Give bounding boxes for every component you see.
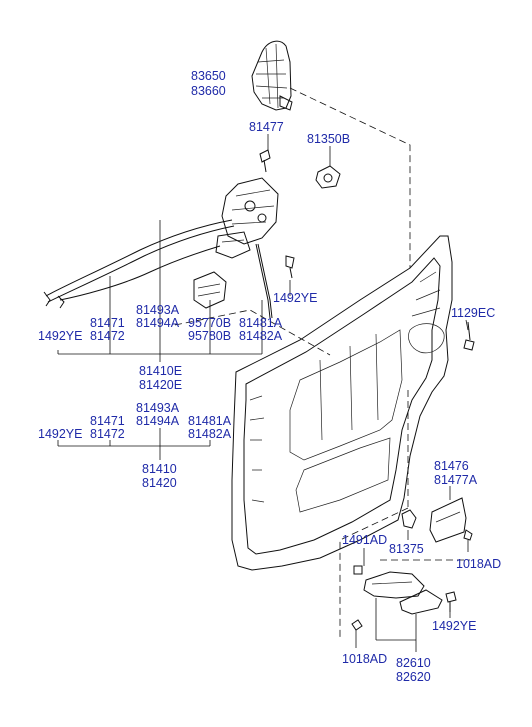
actuator-95770B — [193, 271, 227, 309]
label-81482A-upper: 81482A — [239, 329, 283, 343]
label-81494A-upper: 81494A — [136, 316, 180, 330]
bolt-1129EC — [463, 321, 475, 351]
label-1492YE-lower: 1492YE — [432, 619, 476, 633]
screw-81477 — [259, 149, 271, 173]
label-81481A-lower: 81481A — [188, 414, 232, 428]
label-81471-lower: 81471 — [90, 414, 125, 428]
label-82610: 82610 — [396, 656, 431, 670]
release-cables — [43, 219, 235, 309]
label-1492YE-left-upper: 1492YE — [38, 329, 82, 343]
inside-handle-82610 — [363, 571, 443, 615]
label-81472-lower: 81472 — [90, 427, 125, 441]
label-81482A-lower: 81482A — [188, 427, 232, 441]
label-82620: 82620 — [396, 670, 431, 684]
latch-assembly-part — [215, 177, 279, 259]
label-81477: 81477 — [249, 120, 284, 134]
label-81476: 81476 — [434, 459, 469, 473]
clip-1491AD — [353, 565, 363, 575]
label-81471-upper: 81471 — [90, 316, 125, 330]
label-81472-upper: 81472 — [90, 329, 125, 343]
label-1018AD-bottom: 1018AD — [342, 652, 387, 666]
label-95780B: 95780B — [188, 329, 231, 343]
label-81481A-upper: 81481A — [239, 316, 283, 330]
label-95770B: 95770B — [188, 316, 231, 330]
label-81493A-upper: 81493A — [136, 303, 180, 317]
label-1492YE-left-lower: 1492YE — [38, 427, 82, 441]
rod-81481A — [255, 243, 273, 319]
label-81410: 81410 — [142, 462, 177, 476]
label-83660: 83660 — [191, 84, 226, 98]
label-1129EC: 1129EC — [451, 306, 495, 320]
part-labels: 83650 83660 81477 81350B 1492YE 1129EC 8… — [38, 69, 501, 684]
screw-1018AD-bottom — [351, 619, 363, 631]
bracket-81476 — [429, 497, 473, 543]
label-1491AD: 1491AD — [342, 533, 387, 547]
assembly-dashed-lines — [174, 87, 470, 640]
leader-lines — [57, 134, 469, 652]
door-inner-panel — [231, 235, 453, 571]
clip-1492YE-lower — [445, 591, 457, 612]
clip-1492YE-upper — [285, 255, 295, 279]
clip-81375 — [401, 509, 417, 529]
outside-handle-part — [251, 40, 293, 111]
label-81350B: 81350B — [307, 132, 350, 146]
label-81494A-lower: 81494A — [136, 414, 180, 428]
label-81420: 81420 — [142, 476, 177, 490]
label-1018AD-right: 1018AD — [456, 557, 501, 571]
label-81493A-lower: 81493A — [136, 401, 180, 415]
label-1492YE-upper: 1492YE — [273, 291, 317, 305]
label-81477A: 81477A — [434, 473, 478, 487]
label-81410E: 81410E — [139, 364, 182, 378]
label-81375: 81375 — [389, 542, 424, 556]
striker-81350B — [315, 165, 341, 189]
label-83650: 83650 — [191, 69, 226, 83]
label-81420E: 81420E — [139, 378, 182, 392]
